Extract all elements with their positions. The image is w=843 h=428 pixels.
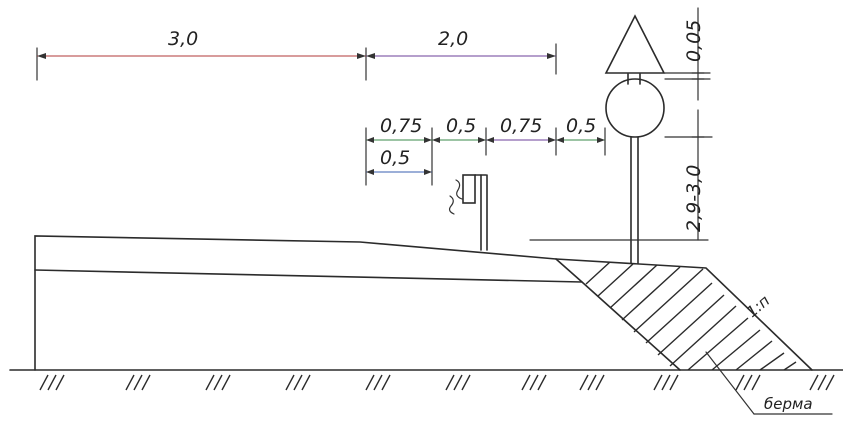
top-dimension-group: 3,0 2,0 xyxy=(36,28,557,81)
arrow-icon xyxy=(424,137,432,143)
berm-leader-line xyxy=(705,351,755,415)
arrow-icon xyxy=(424,169,432,175)
dim-label-height: 2,9-3,0 xyxy=(683,165,705,232)
arrow-icon xyxy=(366,53,375,59)
embankment-inner-slope xyxy=(555,258,681,371)
dim-label-seg-2: 0,5 xyxy=(446,115,476,137)
dim-label-2-0: 2,0 xyxy=(438,28,468,50)
arrow-icon xyxy=(432,137,440,143)
ground-line xyxy=(9,369,843,391)
arrow-icon xyxy=(597,137,605,143)
roadbed-profile xyxy=(34,235,813,371)
dim-label-0-05: 0,05 xyxy=(683,20,705,62)
arrow-icon xyxy=(366,169,374,175)
triangle-sign-icon xyxy=(604,14,666,74)
embankment-hatching xyxy=(585,261,797,371)
dim-label-seg-4: 0,5 xyxy=(566,115,596,137)
arrow-icon xyxy=(556,137,564,143)
pavement-base-line xyxy=(34,269,583,283)
berm-callout: берма xyxy=(705,351,833,415)
vertical-dimension-group: 0,05 2,9-3,0 xyxy=(529,7,713,241)
road-surface-line xyxy=(34,235,557,371)
arrow-icon xyxy=(357,53,366,59)
arrow-icon xyxy=(547,53,556,59)
road-sign xyxy=(604,14,666,264)
ground-hatch-marks xyxy=(39,374,835,391)
reflector-icon xyxy=(455,179,463,200)
dim-label-lower: 0,5 xyxy=(380,147,410,169)
dim-label-seg-1: 0,75 xyxy=(380,115,422,137)
arrow-icon xyxy=(37,53,46,59)
arrow-icon xyxy=(486,137,494,143)
dim-label-seg-3: 0,75 xyxy=(500,115,542,137)
arrow-icon xyxy=(366,137,374,143)
round-sign-icon xyxy=(605,78,665,138)
arrow-icon xyxy=(478,137,486,143)
embankment-slope xyxy=(555,258,813,371)
dim-label-3-0: 3,0 xyxy=(168,28,198,50)
berm-label: берма xyxy=(764,395,813,413)
delineator-post xyxy=(448,174,488,251)
segment-dimension-group: 0,75 0,5 0,75 0,5 0,5 xyxy=(365,115,606,186)
arrow-icon xyxy=(548,137,556,143)
reflector-icon xyxy=(448,195,455,215)
post-head xyxy=(462,174,476,204)
slope-label: 1:п xyxy=(743,291,773,321)
